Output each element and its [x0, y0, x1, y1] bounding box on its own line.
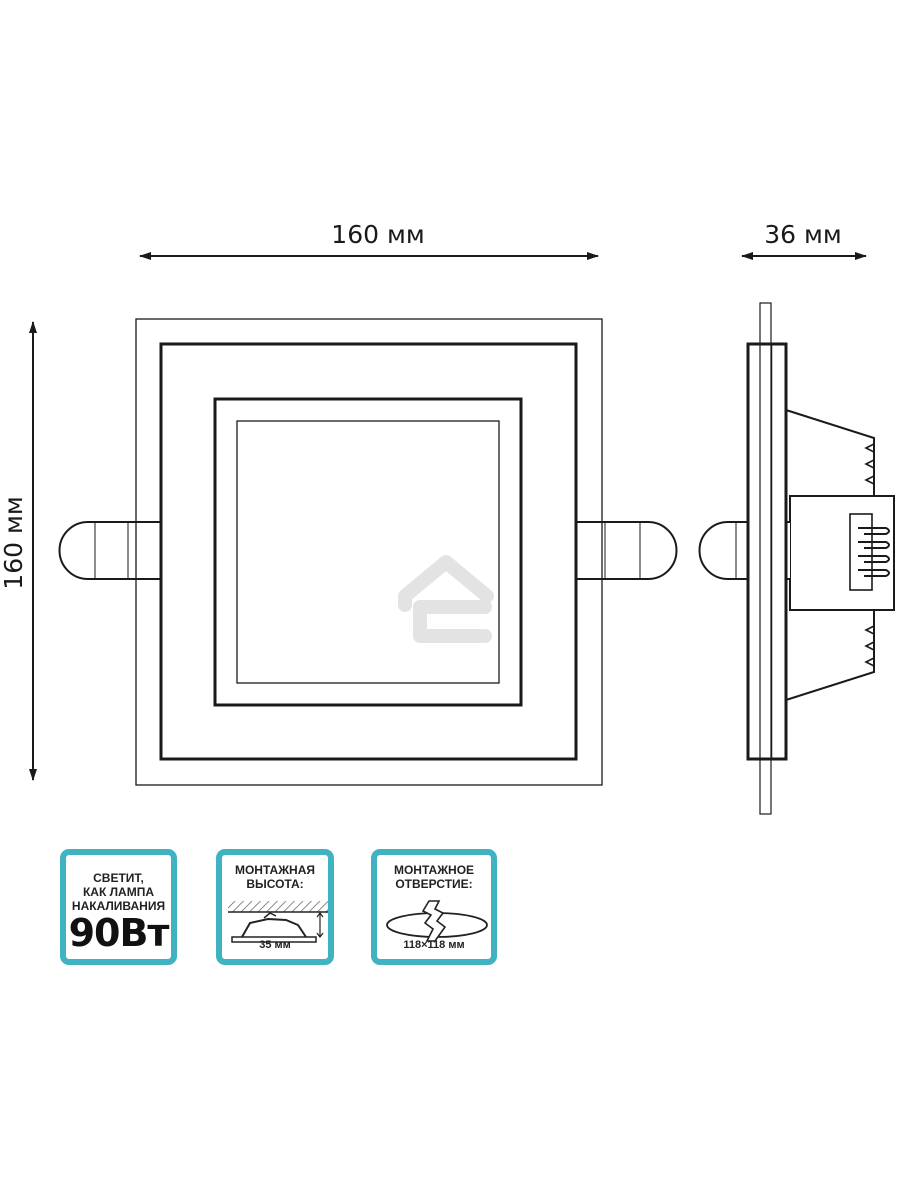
- mounting-height-badge: МОНТАЖНАЯ ВЫСОТА: 35 мм: [216, 849, 334, 965]
- mounting-height-value: 35 мм: [259, 939, 291, 951]
- mounting-height-icon: [228, 901, 328, 943]
- front-view: [58, 318, 678, 786]
- depth-label: 36 мм: [764, 220, 841, 249]
- right-spring-clip: [575, 521, 678, 580]
- mounting-hole-line2: ОТВЕРСТИЕ:: [395, 877, 473, 891]
- left-spring-clip: [58, 521, 160, 580]
- brightness-line3: НАКАЛИВАНИЯ: [71, 899, 166, 913]
- side-view: [698, 302, 895, 815]
- brightness-value: 90Вт: [68, 911, 170, 955]
- brightness-line1: СВЕТИТ,: [93, 871, 144, 885]
- panel-frame: [213, 397, 523, 707]
- mounting-height-line2: ВЫСОТА:: [246, 877, 304, 891]
- width-dimension: 160 мм: [139, 220, 599, 260]
- height-label: 160 мм: [0, 496, 28, 589]
- side-terminal-block: [789, 495, 895, 611]
- side-glass-plate: [759, 302, 772, 815]
- watermark-logo: [398, 555, 494, 643]
- mounting-hole-line1: МОНТАЖНОЕ: [393, 863, 475, 877]
- mounting-height-line1: МОНТАЖНАЯ: [234, 863, 316, 877]
- brightness-line2: КАК ЛАМПА: [82, 885, 155, 899]
- panel-diffuser: [236, 420, 500, 684]
- side-wire-terminals: [858, 527, 890, 577]
- width-label: 160 мм: [331, 220, 424, 249]
- depth-dimension: 36 мм: [741, 220, 867, 260]
- mounting-hole-value: 118×118 мм: [403, 939, 465, 951]
- brightness-badge: СВЕТИТ, КАК ЛАМПА НАКАЛИВАНИЯ 90Вт: [60, 849, 177, 965]
- height-dimension: 160 мм: [0, 321, 37, 781]
- outer-glass-frame: [135, 318, 603, 786]
- body-frame: [159, 342, 578, 761]
- mounting-hole-badge: МОНТАЖНОЕ ОТВЕРСТИЕ: 118×118 мм: [371, 849, 497, 965]
- mounting-hole-icon: [386, 900, 488, 942]
